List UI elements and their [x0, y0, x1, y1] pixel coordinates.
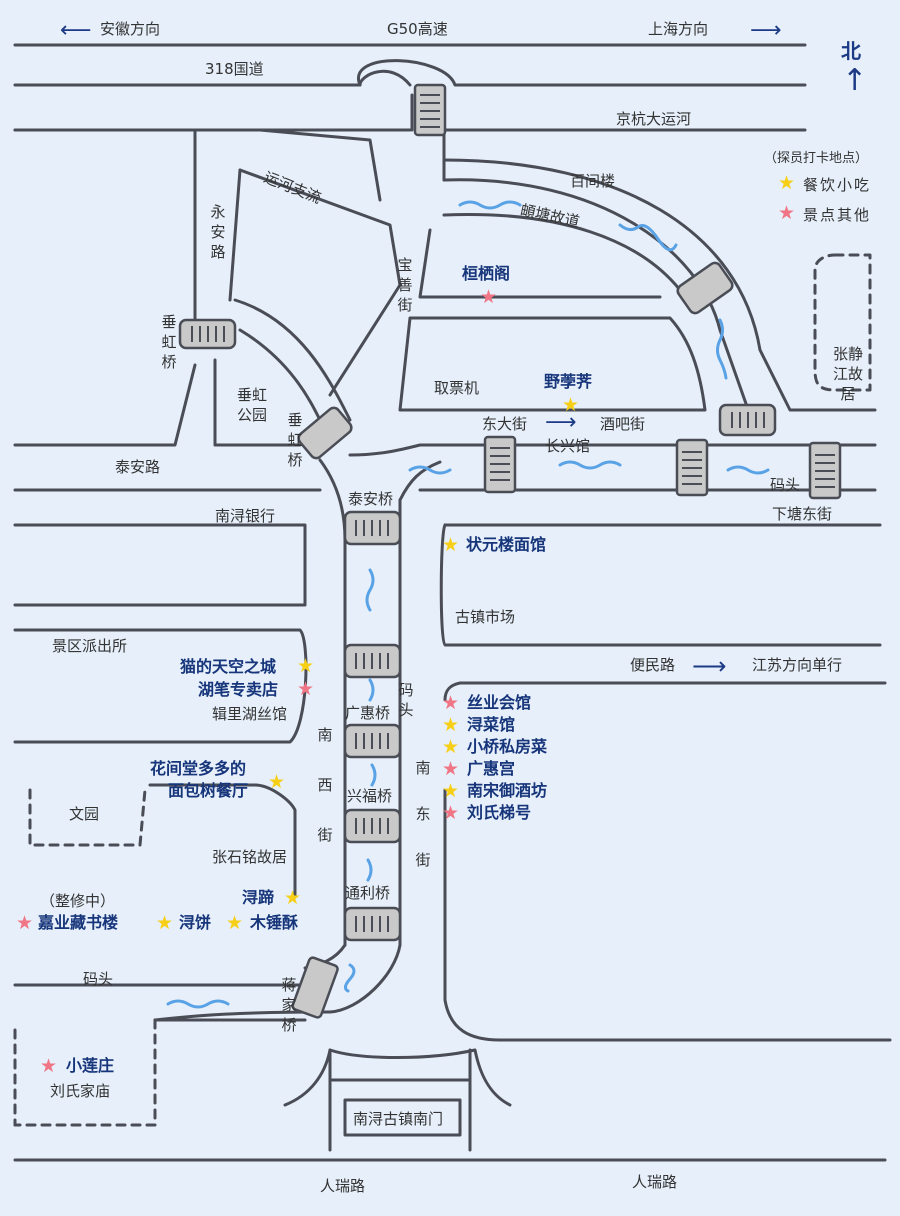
renrui-road-left-label: 人瑞路: [320, 1177, 366, 1195]
baoshan-street-label: 宝善街: [397, 256, 413, 314]
legend-food-label: 餐饮小吃: [803, 176, 872, 194]
muchuisu-star-icon: ★: [226, 912, 244, 934]
xingfu-bridge-label: 兴福桥: [347, 787, 393, 805]
quepiao-label: 取票机: [434, 379, 480, 397]
poi-jiaye: 嘉业藏书楼: [38, 913, 119, 932]
poi-zhuangyuan: 状元楼面馆: [466, 535, 547, 554]
matou-left-label: 码头: [83, 970, 114, 988]
east-arrow-icon: ⟶: [750, 18, 782, 43]
legend-sight-label: 景点其他: [803, 206, 872, 224]
poi-muchuisu: 木锤酥: [250, 913, 299, 932]
poi-xiaolian: 小莲庄: [66, 1056, 115, 1075]
guanghui-palace-star-icon: ★: [442, 758, 460, 780]
changxing-label: 长兴馆: [545, 437, 591, 455]
poi-xunbing: 浔饼: [179, 913, 212, 932]
legend-food-star-icon: ★: [778, 172, 796, 194]
chuihong-garden-label: 垂虹公园: [236, 386, 267, 424]
bianmin-arrow-icon: ⟶: [692, 652, 727, 680]
poi-xuncai: 浔菜馆: [467, 715, 516, 734]
jiang-bridge-label: 蒋家桥: [281, 976, 297, 1034]
road-318-label: 318国道: [205, 60, 264, 78]
poi-liushi: 刘氏梯号: [467, 803, 532, 822]
tongli-bridge-label: 通利桥: [345, 884, 391, 902]
matou-mid-label: 码头: [398, 681, 414, 719]
legend-title: （探员打卡地点）: [764, 151, 869, 166]
poi-huajian-line1: 花间堂多多的: [150, 759, 247, 778]
xiaoqiao-star-icon: ★: [442, 736, 460, 758]
south-gate-label: 南浔古镇南门: [353, 1110, 444, 1128]
dongda-arrow-icon: ⟶: [545, 410, 577, 435]
zhang-shiming-label: 张石铭故居: [212, 848, 288, 866]
jiangsu-oneway-label: 江苏方向单行: [752, 656, 843, 674]
poi-yebiqi: 野荸荠: [544, 372, 593, 391]
matou-right-label: 码头: [770, 476, 801, 494]
renrui-road-right-label: 人瑞路: [632, 1173, 678, 1191]
g50-highway-label: G50高速: [387, 20, 448, 38]
jili-silk-label: 辑里湖丝馆: [212, 705, 288, 723]
police-label: 景区派出所: [52, 637, 128, 655]
cat-city-star-icon: ★: [297, 655, 315, 677]
poi-nansong: 南宋御酒坊: [467, 781, 548, 800]
west-arrow-icon: ⟵: [60, 18, 92, 43]
wenyuan-label: 文园: [69, 805, 100, 823]
nansong-star-icon: ★: [442, 780, 460, 802]
xuncai-star-icon: ★: [442, 714, 460, 736]
renovating-label: （整修中）: [40, 892, 116, 910]
chuihong-bridge-2-label: 垂虹桥: [287, 411, 303, 469]
xiaolian-star-icon: ★: [40, 1055, 58, 1077]
zhang-jingjiang-label: 张静江故居: [832, 345, 863, 403]
xunbing-star-icon: ★: [156, 912, 174, 934]
poi-hengqi: 桓栖阁: [462, 264, 511, 283]
hubi-star-icon: ★: [297, 678, 315, 700]
dongda-street-label: 东大街: [482, 415, 528, 433]
nanxun-bank-label: 南浔银行: [215, 507, 276, 525]
market-label: 古镇市场: [455, 608, 516, 626]
yebiqi-star-icon: ★: [562, 394, 580, 416]
taian-bridge-label: 泰安桥: [348, 490, 394, 508]
hengqi-star-icon: ★: [480, 286, 498, 308]
bianmin-road-label: 便民路: [630, 656, 676, 674]
taian-road-label: 泰安路: [115, 458, 161, 476]
jiaye-star-icon: ★: [16, 912, 34, 934]
chuihong-bridge-1-label: 垂虹桥: [161, 313, 177, 371]
poi-cat-city: 猫的天空之城: [180, 657, 277, 676]
nandong-street-label: 南东街: [415, 759, 431, 869]
poi-xiaoqiao: 小桥私房菜: [467, 737, 548, 756]
xunti-star-icon: ★: [284, 887, 302, 909]
yongan-road-label: 永安路: [210, 203, 226, 261]
poi-huajian-line2: 面包树餐厅: [168, 781, 249, 800]
guanghui-bridge-label: 广惠桥: [345, 704, 391, 722]
zhuangyuan-star-icon: ★: [442, 534, 460, 556]
jiuba-street-label: 酒吧街: [600, 415, 646, 433]
liushi-star-icon: ★: [442, 802, 460, 824]
liu-temple-label: 刘氏家庙: [50, 1082, 111, 1100]
legend-sight-star-icon: ★: [778, 202, 796, 224]
poi-xunti: 浔蹄: [242, 888, 275, 907]
nanxi-street-label: 南西街: [317, 726, 333, 844]
east-direction-label: 上海方向: [648, 20, 709, 38]
poi-hubi: 湖笔专卖店: [198, 680, 279, 699]
xiatang-label: 下塘东街: [772, 505, 833, 523]
baijianlou-label: 百间楼: [570, 172, 616, 190]
west-direction-label: 安徽方向: [100, 20, 161, 38]
huajian-star-icon: ★: [268, 771, 286, 793]
north-label: 北: [841, 39, 861, 63]
poi-siye: 丝业会馆: [467, 693, 532, 712]
poi-guanghui-palace: 广惠宫: [467, 759, 516, 778]
north-arrow-icon: ↑: [842, 63, 868, 98]
siye-star-icon: ★: [442, 692, 460, 714]
grand-canal-label: 京杭大运河: [616, 110, 692, 128]
